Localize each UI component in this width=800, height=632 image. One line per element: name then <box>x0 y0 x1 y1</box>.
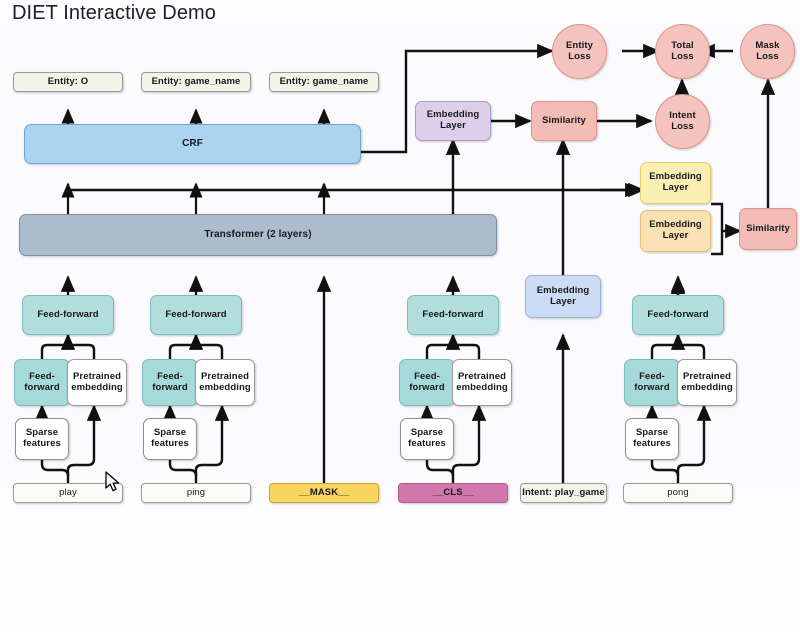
embedding-layer-label: Embedding Layer <box>649 171 702 193</box>
feed-forward-play[interactable]: Feed-forward <box>22 295 114 335</box>
loss-label: Mask Loss <box>755 39 780 62</box>
similarity-label: Similarity <box>542 114 586 126</box>
feed-forward-small-label: Feed- forward <box>409 370 445 393</box>
sparse-features-play[interactable]: Sparse features <box>15 418 69 460</box>
feed-forward-label: Feed-forward <box>37 308 99 320</box>
entity-tag-2[interactable]: Entity: game_name <box>141 72 251 92</box>
token-cls[interactable]: __CLS__ <box>398 483 508 503</box>
feed-forward-label: Feed-forward <box>422 308 484 320</box>
intent-loss[interactable]: Intent Loss <box>655 94 710 149</box>
loss-label: Entity Loss <box>566 39 593 62</box>
token-label: Intent: play_game <box>522 486 605 498</box>
feed-forward-small-pong[interactable]: Feed- forward <box>624 359 680 406</box>
sparse-features-label: Sparse features <box>151 427 189 449</box>
feed-forward-label: Feed-forward <box>647 308 709 320</box>
diagram-canvas: Entity: O Entity: game_name Entity: game… <box>0 24 800 503</box>
token-ping[interactable]: ping <box>141 483 251 503</box>
crf-block[interactable]: CRF <box>24 124 361 164</box>
entity-tag-label: Entity: game_name <box>279 75 369 87</box>
pretrained-embedding-label: Pretrained embedding <box>199 370 251 393</box>
transformer-block[interactable]: Transformer (2 layers) <box>19 214 497 256</box>
token-label: __CLS__ <box>432 486 474 498</box>
mask-loss[interactable]: Mask Loss <box>740 24 795 79</box>
total-loss[interactable]: Total Loss <box>655 24 710 79</box>
pretrained-embedding-pong[interactable]: Pretrained embedding <box>677 359 737 406</box>
pretrained-embedding-ping[interactable]: Pretrained embedding <box>195 359 255 406</box>
token-label: pong <box>667 486 689 498</box>
similarity-intent[interactable]: Similarity <box>531 101 597 141</box>
entity-loss[interactable]: Entity Loss <box>552 24 607 79</box>
sparse-features-label: Sparse features <box>633 427 671 449</box>
embedding-layer-label: Embedding Layer <box>649 219 702 241</box>
entity-tag-label: Entity: O <box>47 75 89 87</box>
embedding-layer-yellow-top[interactable]: Embedding Layer <box>640 162 711 204</box>
crf-label: CRF <box>182 138 203 150</box>
embedding-layer-label: Embedding Layer <box>536 284 590 307</box>
feed-forward-small-label: Feed- forward <box>634 370 670 393</box>
pretrained-embedding-label: Pretrained embedding <box>71 370 123 393</box>
pretrained-embedding-play[interactable]: Pretrained embedding <box>67 359 127 406</box>
transformer-label: Transformer (2 layers) <box>204 229 312 241</box>
pretrained-embedding-label: Pretrained embedding <box>681 370 733 393</box>
sparse-features-pong[interactable]: Sparse features <box>625 418 679 460</box>
entity-tag-3[interactable]: Entity: game_name <box>269 72 379 92</box>
loss-label: Intent Loss <box>669 109 696 132</box>
token-label: ping <box>186 486 206 498</box>
feed-forward-small-cls[interactable]: Feed- forward <box>399 359 455 406</box>
embedding-layer-blue[interactable]: Embedding Layer <box>525 275 601 318</box>
feed-forward-cls[interactable]: Feed-forward <box>407 295 499 335</box>
similarity-mask[interactable]: Similarity <box>739 208 797 250</box>
sparse-features-label: Sparse features <box>408 427 446 449</box>
embedding-layer-purple[interactable]: Embedding Layer <box>415 101 491 141</box>
feed-forward-label: Feed-forward <box>165 308 227 320</box>
entity-tag-1[interactable]: Entity: O <box>13 72 123 92</box>
feed-forward-small-ping[interactable]: Feed- forward <box>142 359 198 406</box>
sparse-features-ping[interactable]: Sparse features <box>143 418 197 460</box>
feed-forward-small-play[interactable]: Feed- forward <box>14 359 70 406</box>
entity-tag-label: Entity: game_name <box>151 75 241 87</box>
token-pong[interactable]: pong <box>623 483 733 503</box>
token-mask[interactable]: __MASK__ <box>269 483 379 503</box>
feed-forward-ping[interactable]: Feed-forward <box>150 295 242 335</box>
token-label: play <box>59 486 77 498</box>
page-title: DIET Interactive Demo <box>12 2 217 24</box>
pretrained-embedding-cls[interactable]: Pretrained embedding <box>452 359 512 406</box>
token-play[interactable]: play <box>13 483 123 503</box>
embedding-layer-yellow-bottom[interactable]: Embedding Layer <box>640 210 711 252</box>
feed-forward-small-label: Feed- forward <box>24 370 60 393</box>
sparse-features-label: Sparse features <box>23 427 61 449</box>
similarity-label: Similarity <box>746 222 790 234</box>
sparse-features-cls[interactable]: Sparse features <box>400 418 454 460</box>
token-intent[interactable]: Intent: play_game <box>520 483 607 503</box>
embedding-layer-label: Embedding Layer <box>426 109 480 131</box>
loss-label: Total Loss <box>671 39 694 62</box>
pretrained-embedding-label: Pretrained embedding <box>456 370 508 393</box>
feed-forward-pong[interactable]: Feed-forward <box>632 295 724 335</box>
feed-forward-small-label: Feed- forward <box>152 370 188 393</box>
token-label: __MASK__ <box>299 486 349 498</box>
